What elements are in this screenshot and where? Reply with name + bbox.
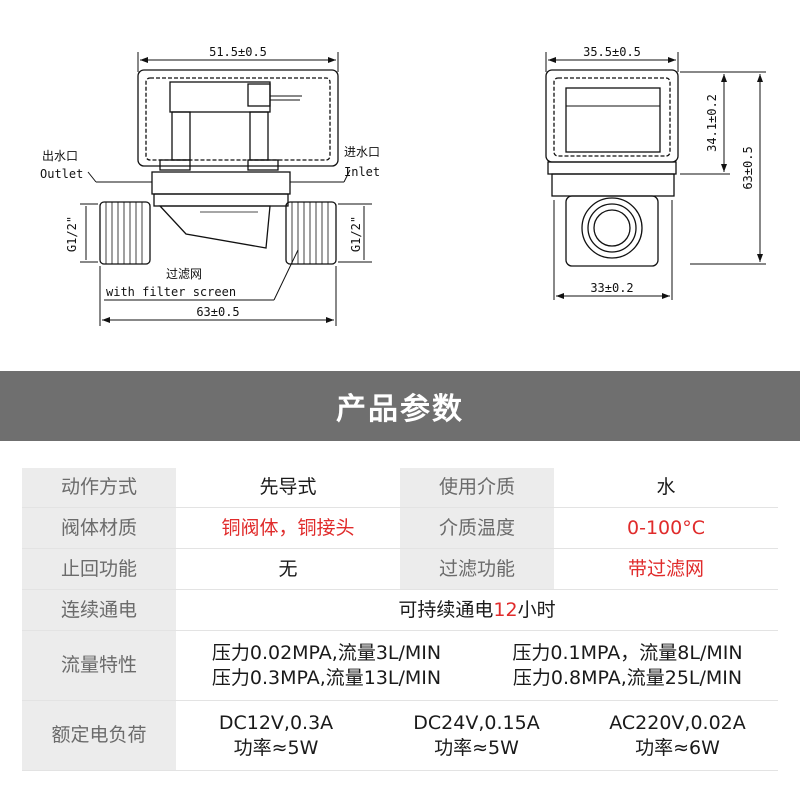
left-top-dimension: 51.5±0.5: [209, 45, 267, 59]
continuous-prefix: 可持续通电: [398, 598, 494, 621]
spec-label: 止回功能: [22, 549, 176, 589]
spec-label: 过滤功能: [400, 549, 554, 589]
section-banner: 产品参数: [0, 371, 800, 441]
load-power: 功率≈5W: [434, 736, 519, 759]
spec-row: 动作方式 先导式 使用介质 水: [22, 468, 778, 508]
load-power: 功率≈6W: [635, 736, 720, 759]
filter-label-en: with filter screen: [106, 285, 236, 299]
spec-label: 连续通电: [22, 590, 176, 630]
spec-row: 额定电负荷 DC12V,0.3A 功率≈5W DC24V,0.15A 功率≈5W…: [22, 701, 778, 771]
left-view: [80, 52, 372, 326]
inlet-label-cn: 进水口: [344, 145, 380, 159]
spec-value: 无: [176, 549, 400, 589]
spec-label: 额定电负荷: [22, 701, 176, 770]
spec-value: 压力0.1MPA，流量8L/MIN 压力0.8MPA,流量25L/MIN: [477, 631, 778, 700]
spec-label: 使用介质: [400, 468, 554, 507]
spec-value: 压力0.02MPA,流量3L/MIN 压力0.3MPA,流量13L/MIN: [176, 631, 477, 700]
spec-value: DC12V,0.3A 功率≈5W: [176, 701, 376, 770]
spec-table: 动作方式 先导式 使用介质 水 阀体材质 铜阀体，铜接头 介质温度 0-100°…: [22, 468, 778, 773]
load-voltage: DC24V,0.15A: [413, 711, 540, 734]
spec-row: 止回功能 无 过滤功能 带过滤网: [22, 549, 778, 590]
spec-label: 介质温度: [400, 508, 554, 548]
spec-value: 先导式: [176, 468, 400, 507]
flow-line: 压力0.02MPA,流量3L/MIN: [211, 641, 442, 664]
load-power: 功率≈5W: [233, 736, 319, 759]
continuous-suffix: 小时: [517, 598, 556, 621]
load-voltage: DC12V,0.3A: [218, 711, 334, 734]
spec-label: 流量特性: [22, 631, 176, 700]
spec-row: 阀体材质 铜阀体，铜接头 介质温度 0-100°C: [22, 508, 778, 549]
right-top-dimension: 35.5±0.5: [583, 45, 641, 59]
left-bottom-dimension: 63±0.5: [196, 305, 239, 319]
flow-line: 压力0.3MPA,流量13L/MIN: [211, 666, 442, 689]
inlet-label-en: Inlet: [344, 165, 380, 179]
right-thread-label: G1/2": [349, 216, 363, 252]
right-view: [545, 52, 766, 300]
flow-line: 压力0.8MPA,流量25L/MIN: [512, 666, 743, 689]
spec-label: 阀体材质: [22, 508, 176, 548]
spec-value: AC220V,0.02A 功率≈6W: [577, 701, 778, 770]
outlet-label-en: Outlet: [40, 167, 83, 181]
spec-value: 带过滤网: [554, 549, 778, 589]
right-upper-height-dimension: 34.1±0.2: [705, 94, 719, 152]
spec-row: 流量特性 压力0.02MPA,流量3L/MIN 压力0.3MPA,流量13L/M…: [22, 631, 778, 701]
spec-label: 动作方式: [22, 468, 176, 507]
filter-label-cn: 过滤网: [166, 267, 202, 281]
banner-title: 产品参数: [336, 392, 464, 427]
continuous-hours: 12: [493, 598, 518, 621]
right-total-height-dimension: 63±0.5: [741, 146, 755, 189]
spec-value: 0-100°C: [554, 508, 778, 548]
right-bottom-dimension: 33±0.2: [590, 281, 633, 295]
spec-value: 铜阀体，铜接头: [176, 508, 400, 548]
flow-line: 压力0.1MPA，流量8L/MIN: [512, 641, 743, 664]
load-voltage: AC220V,0.02A: [609, 711, 746, 734]
outlet-label-cn: 出水口: [42, 149, 78, 163]
spec-value: DC24V,0.15A 功率≈5W: [376, 701, 577, 770]
spec-value: 水: [554, 468, 778, 507]
valve-drawing-svg: 51.5±0.5 出水口 Outlet 进水口 Inlet G1/2" G1/2…: [40, 45, 766, 326]
left-thread-label: G1/2": [65, 216, 79, 252]
technical-drawing: 51.5±0.5 出水口 Outlet 进水口 Inlet G1/2" G1/2…: [0, 0, 800, 345]
